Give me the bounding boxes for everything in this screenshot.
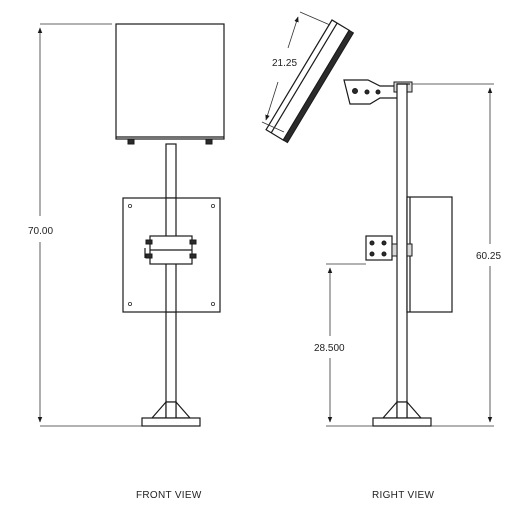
enclosure-side: [406, 196, 453, 313]
front-view: 70.00: [28, 23, 225, 501]
front-view-label: FRONT VIEW: [136, 490, 202, 501]
pole-height-dimension: 60.25: [412, 83, 501, 427]
panel-width-label: 21.25: [272, 58, 297, 69]
junction-box-side: [365, 235, 413, 261]
panel-width-dimension: 21.25: [261, 11, 331, 133]
bracket-height-dimension: 28.500: [314, 263, 373, 427]
solar-panel-side: [265, 19, 355, 144]
solar-panel-front: [115, 23, 225, 145]
overall-height-label: 70.00: [28, 226, 53, 237]
base-front: [141, 400, 201, 427]
base-side: [372, 400, 432, 427]
right-view-label: RIGHT VIEW: [372, 490, 435, 501]
junction-box-front: [144, 235, 197, 265]
bracket-height-label: 28.500: [314, 343, 345, 354]
pole-height-label: 60.25: [476, 251, 501, 262]
overall-height-dimension: 70.00: [28, 23, 142, 427]
right-view: 21.25: [261, 11, 501, 501]
